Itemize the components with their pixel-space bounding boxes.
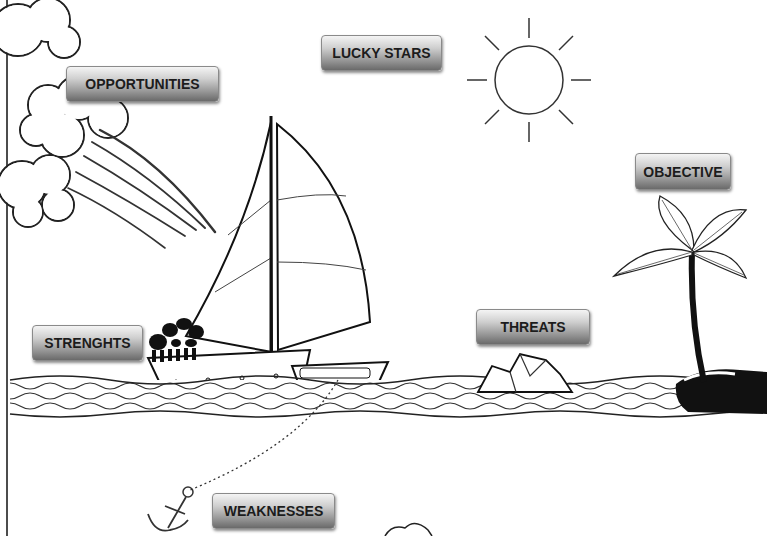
palm-trunk — [692, 252, 704, 382]
cloud-puff — [14, 198, 42, 226]
sun-ray — [559, 110, 573, 124]
label-box: OBJECTIVE — [635, 153, 731, 190]
sun-ray — [485, 36, 499, 50]
crew-member — [152, 350, 156, 362]
box-label: OPPORTUNITIES — [85, 76, 199, 92]
wind-line — [76, 172, 185, 236]
jib-sail — [277, 124, 370, 350]
clouds — [0, 0, 432, 536]
cloud-puff — [31, 156, 69, 194]
sun-disc — [495, 46, 563, 114]
label-box: LUCKY STARS — [321, 35, 442, 71]
cloud-puff — [21, 115, 51, 145]
sun-ray — [571, 79, 591, 81]
cloud-puff — [49, 27, 79, 57]
cloud-outline — [385, 523, 432, 536]
sun-ray — [467, 79, 487, 81]
rock-edge — [510, 354, 546, 392]
wave-edge — [10, 411, 767, 417]
deck-window — [300, 368, 370, 378]
palm-leaf — [659, 196, 694, 250]
cloud-puff — [43, 190, 73, 220]
crew-member — [168, 349, 172, 361]
sea-waves — [10, 380, 767, 414]
sail-seam — [277, 195, 366, 270]
box-label: LUCKY STARS — [332, 45, 430, 61]
crew-member — [160, 350, 164, 362]
island-highlight — [684, 373, 735, 380]
cloud-puff — [89, 99, 127, 137]
sea — [10, 376, 767, 417]
leaf-vein — [618, 200, 744, 275]
wind-line — [92, 142, 205, 228]
box-label: WEAKNESSES — [224, 503, 324, 519]
wind-lines — [68, 130, 215, 248]
crew-member — [184, 348, 188, 360]
thought-bubble — [149, 334, 167, 350]
box-label: STRENGHTS — [44, 335, 130, 351]
sun-ray — [528, 122, 530, 142]
wind-line — [84, 156, 196, 230]
sun-ray — [528, 18, 530, 38]
thought-bubble — [188, 325, 204, 339]
label-box: THREATS — [476, 309, 590, 345]
cloud-outline — [0, 0, 128, 227]
label-box: WEAKNESSES — [212, 493, 335, 529]
anchor-rope — [190, 380, 338, 490]
frame-line — [6, 0, 8, 536]
wind-line — [68, 188, 165, 248]
island-shape — [676, 369, 767, 414]
box-label: OBJECTIVE — [643, 164, 722, 180]
thought-bubble — [171, 339, 181, 347]
sun — [467, 18, 591, 142]
island — [614, 196, 767, 414]
wind-line — [100, 130, 215, 232]
main-sail — [186, 122, 272, 352]
rock — [478, 354, 572, 392]
box-label: THREATS — [500, 319, 565, 335]
anchor-body — [148, 497, 188, 531]
thought-bubble — [162, 323, 178, 337]
crew — [149, 318, 204, 362]
label-box: STRENGHTS — [32, 325, 143, 361]
anchor-ring — [183, 487, 193, 497]
sailboat — [148, 116, 388, 394]
sun-ray — [559, 36, 573, 50]
iceberg — [478, 354, 572, 392]
sail-seam — [215, 200, 271, 292]
thought-bubble — [185, 339, 197, 347]
label-box: OPPORTUNITIES — [66, 66, 219, 102]
mast — [270, 116, 273, 372]
wave-edge — [10, 376, 767, 384]
cloud-puff — [42, 189, 74, 221]
anchor — [148, 380, 338, 531]
palm-leaves — [614, 196, 746, 278]
sun-ray — [485, 110, 499, 124]
cloud-fill — [0, 0, 127, 226]
crew-member — [192, 348, 196, 360]
crew-member — [176, 349, 180, 361]
sea-band — [10, 380, 767, 414]
